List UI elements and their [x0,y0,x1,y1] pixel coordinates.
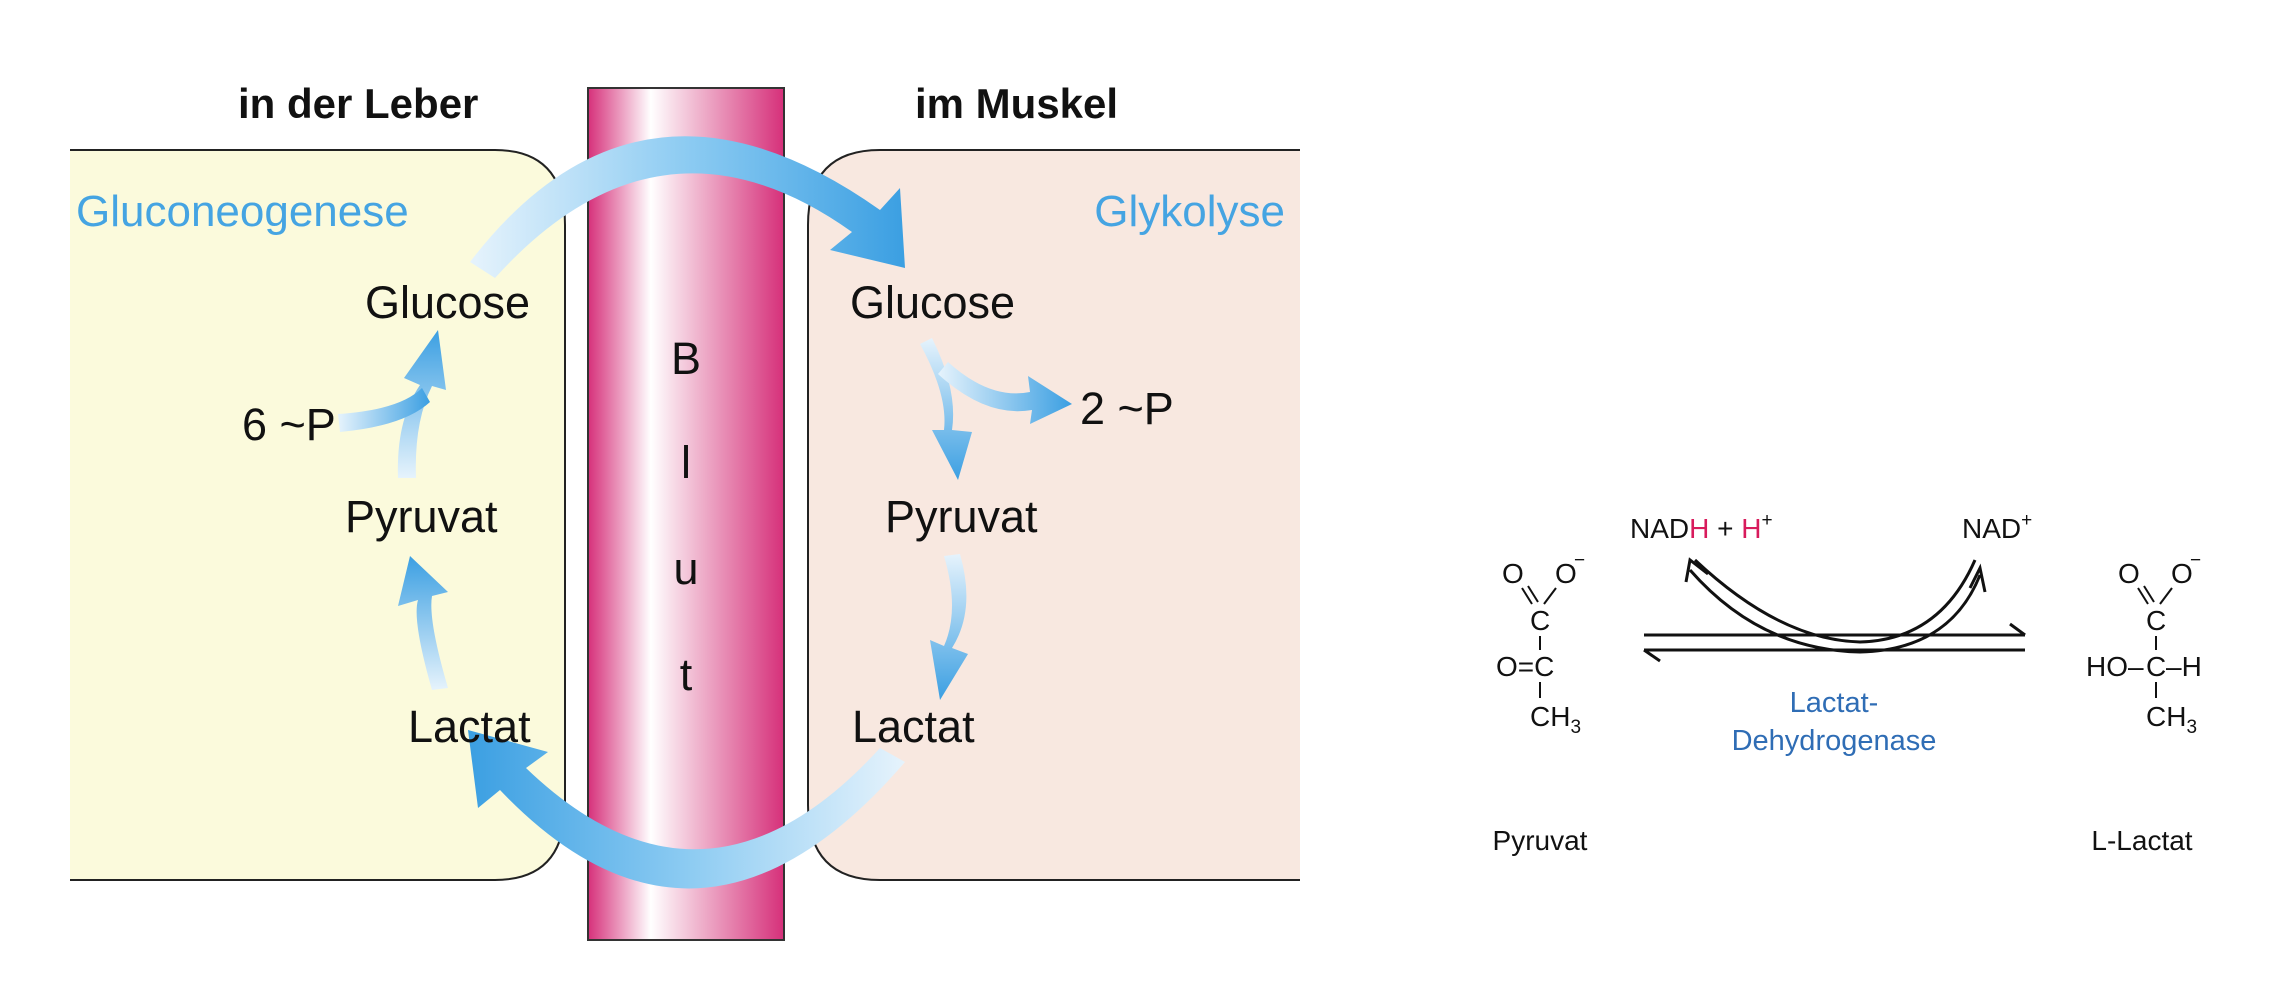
pyruvate-c-top: C [1530,605,1550,636]
enzyme-label-line2: Dehydrogenase [1732,725,1937,757]
blood-vessel [587,87,785,941]
muscle-heading: im Muskel [915,80,1118,127]
cofactor-nad: NAD+ [1962,510,2032,544]
lactate-o-right: O [2171,558,2193,589]
lactate-c-mid: C [2146,651,2166,682]
lactate-ch3: CH3 [2146,701,2197,738]
lactate-o-left: O [2118,558,2140,589]
pyruvate-o-right: O [1555,558,1577,589]
lactate-ho-group: HO– [2086,651,2144,682]
liver-energy-input-arrow [338,388,430,432]
substrate-name: Pyruvat [1493,825,1588,856]
blood-letter-u: u [673,543,698,594]
lactate-structure: O O − C HO– C –H CH3 [2086,550,2202,738]
muscle-glucose-to-pyruvate-arrow [920,338,972,480]
liver-energy-label: 6 ~P [242,399,336,450]
lactate-h-group: –H [2166,651,2202,682]
liver-lactate-to-pyruvate-arrow [398,556,448,690]
pyruvate-ch3: CH3 [1530,701,1581,738]
liver-process-name: Gluconeogenese [76,187,409,236]
equilibrium-arrows [1643,622,2026,663]
lactate-c-top: C [2146,605,2166,636]
product-name: L-Lactat [2091,825,2192,856]
blood-letter-l: l [681,437,691,488]
blood-letter-t: t [680,649,693,700]
cofactor-curves [1684,557,1987,654]
liver-heading: in der Leber [238,80,478,127]
liver-pyruvate-label: Pyruvat [345,491,498,542]
liver-lactate-label: Lactat [408,701,531,752]
muscle-lactate-label: Lactat [852,701,975,752]
muscle-energy-output-arrow [938,362,1072,424]
cofactor-nadh: NADH + H+ [1630,510,1773,544]
blood-letter-b: B [671,333,701,384]
muscle-pyruvate-label: Pyruvat [885,491,1038,542]
muscle-compartment [807,149,1300,881]
lactate-o-charge: − [2190,550,2201,571]
enzyme-label-line1: Lactat- [1790,687,1879,719]
lactate-transport-arrow [468,730,905,889]
pyruvate-o-charge: − [1574,550,1585,571]
pyruvate-structure: O O − C O=C CH3 [1496,550,1585,738]
liver-glucose-label: Glucose [365,277,530,328]
muscle-process-name: Glykolyse [1094,187,1285,236]
muscle-glucose-label: Glucose [850,277,1015,328]
muscle-pyruvate-to-lactate-arrow [930,554,968,700]
liver-compartment [70,149,566,881]
pyruvate-o-left: O [1502,558,1524,589]
muscle-energy-label: 2 ~P [1080,383,1174,434]
glucose-transport-arrow [470,136,905,278]
pyruvate-oc-group: O=C [1496,651,1554,682]
